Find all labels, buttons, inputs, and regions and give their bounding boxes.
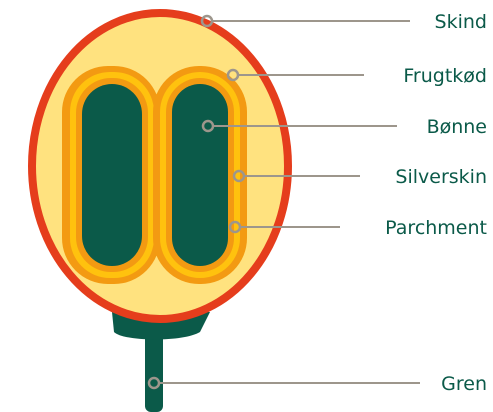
label-gren: Gren	[441, 373, 487, 395]
label-skind: Skind	[435, 11, 487, 33]
right-bean	[172, 84, 228, 266]
label-silverskin: Silverskin	[395, 166, 487, 188]
label-frugtkod: Frugtkød	[403, 65, 487, 87]
label-parchment: Parchment	[385, 217, 487, 239]
callout-gren	[149, 378, 420, 388]
callout-skind	[202, 16, 410, 26]
label-bonne: Bønne	[427, 116, 487, 138]
left-bean	[82, 84, 142, 266]
